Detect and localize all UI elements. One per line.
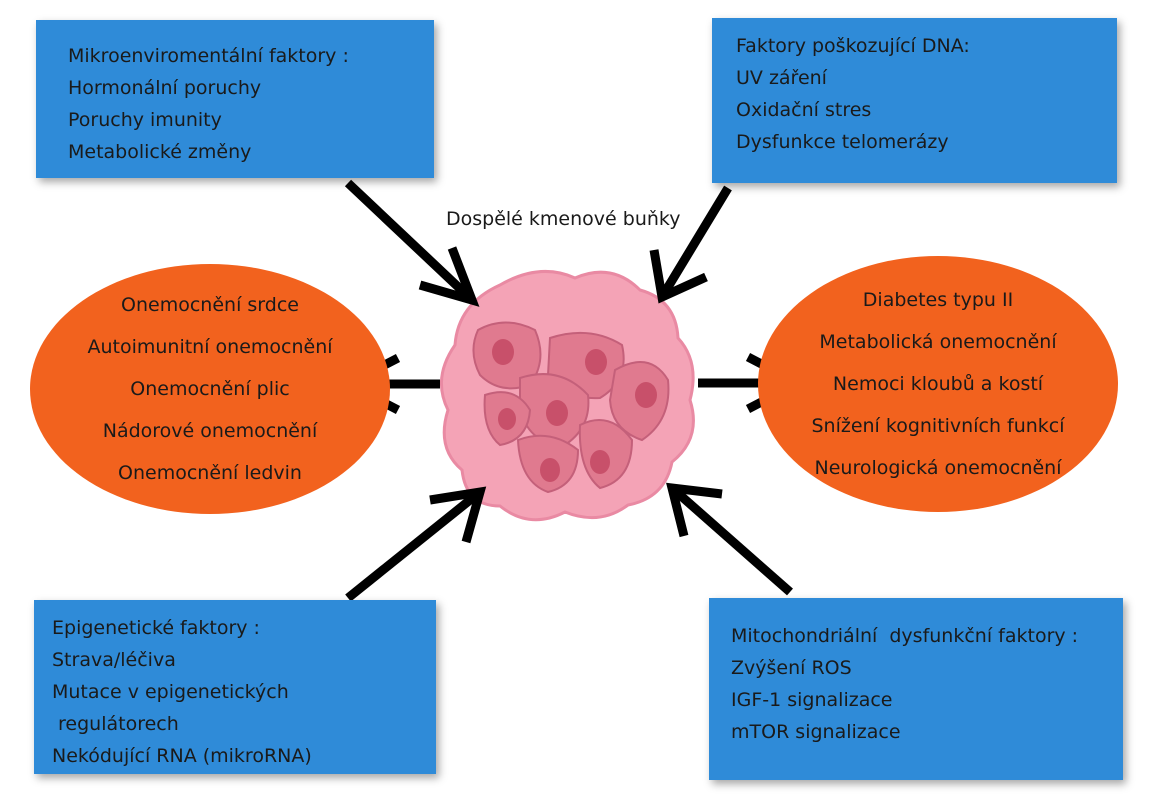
- arrow-top-right: [649, 185, 732, 304]
- box-item: IGF-1 signalizace: [731, 689, 893, 711]
- disease-item: Onemocnění srdce: [121, 294, 299, 316]
- box-item: Hormonální poruchy: [68, 77, 262, 99]
- disease-item: Diabetes typu II: [862, 289, 1014, 311]
- dna-damage-factors-box: Faktory poškozující DNA: UV záření Oxida…: [712, 18, 1117, 183]
- box-item: Dysfunkce telomerázy: [736, 131, 949, 153]
- box-item: Poruchy imunity: [68, 109, 222, 131]
- cell-nucleus: [492, 339, 514, 365]
- cell-nucleus: [540, 458, 560, 482]
- right-diseases-oval: Diabetes typu II Metabolická onemocnění …: [758, 256, 1118, 512]
- microenvironment-factors-box: Mikroenviromentální faktory : Hormonální…: [36, 20, 434, 178]
- box-item: Zvýšení ROS: [731, 657, 852, 679]
- mitochondrial-factors-box: Mitochondriální dysfunkční faktory : Zvý…: [709, 598, 1123, 780]
- box-title: Epigenetické faktory :: [52, 617, 260, 639]
- box-item: Metabolické změny: [68, 141, 252, 163]
- arrow-bottom-left: [345, 486, 487, 602]
- box-item: Mutace v epigenetických: [52, 681, 289, 703]
- disease-item: Metabolická onemocnění: [819, 331, 1057, 353]
- box-item: Strava/léčiva: [52, 649, 176, 671]
- cell-nucleus: [546, 400, 568, 426]
- arrow-top-left: [344, 179, 480, 307]
- box-title: Mikroenviromentální faktory :: [68, 45, 349, 67]
- disease-item: Neurologická onemocnění: [814, 457, 1062, 479]
- left-diseases-oval: Onemocnění srdce Autoimunitní onemocnění…: [30, 264, 390, 514]
- arrow-bottom-right: [666, 482, 793, 596]
- box-title: Faktory poškozující DNA:: [736, 35, 970, 57]
- cell-nucleus: [498, 408, 516, 430]
- stem-cells-label: Dospělé kmenové buňky: [446, 208, 681, 230]
- stem-cell-cluster: [439, 269, 695, 522]
- cell-nucleus: [635, 382, 657, 408]
- disease-item: Nádorové onemocnění: [102, 420, 318, 442]
- disease-item: Nemoci kloubů a kostí: [832, 373, 1044, 395]
- box-item: regulátorech: [52, 713, 179, 735]
- disease-item: Onemocnění ledvin: [118, 462, 302, 484]
- cell-nucleus: [590, 450, 610, 474]
- box-title: Mitochondriální dysfunkční faktory :: [731, 625, 1079, 647]
- cell-nucleus: [585, 349, 607, 375]
- box-item: Nekódující RNA (mikroRNA): [52, 745, 312, 767]
- box-item: mTOR signalizace: [731, 721, 901, 743]
- epigenetic-factors-box: Epigenetické faktory : Strava/léčiva Mut…: [34, 600, 436, 774]
- disease-item: Snížení kognitivních funkcí: [811, 415, 1065, 437]
- disease-item: Autoimunitní onemocnění: [87, 336, 333, 358]
- disease-item: Onemocnění plic: [130, 378, 290, 400]
- box-item: UV záření: [736, 67, 827, 89]
- box-item: Oxidační stres: [736, 99, 872, 121]
